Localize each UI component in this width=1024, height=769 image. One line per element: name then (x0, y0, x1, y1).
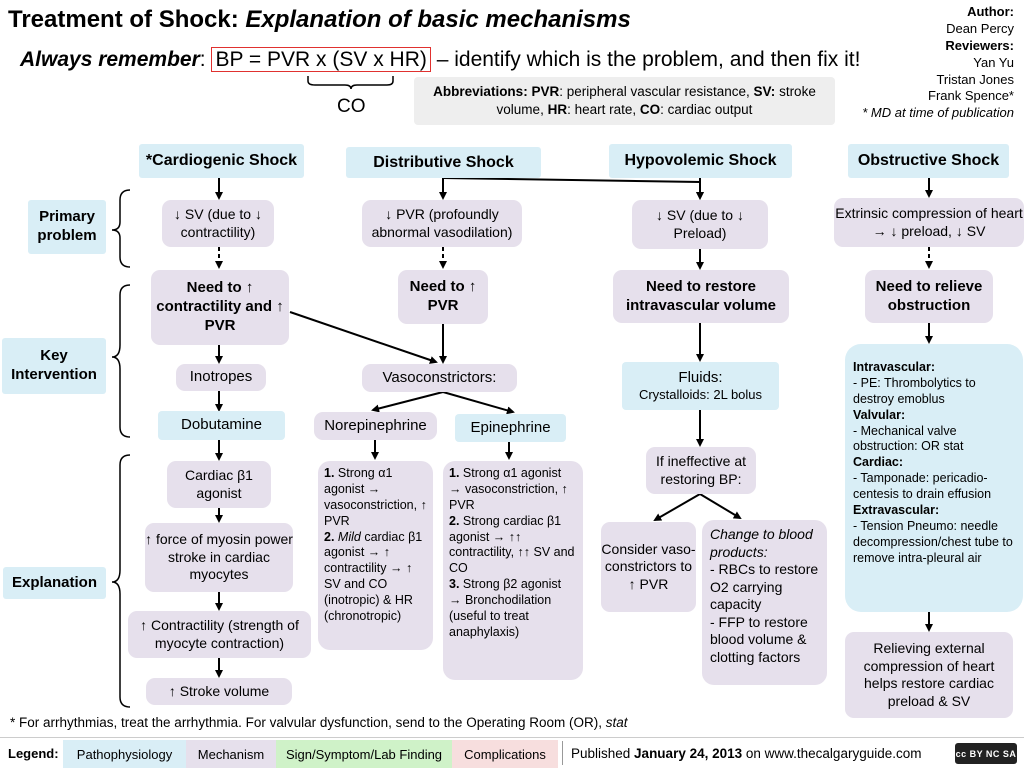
formula-box: BP = PVR x (SV x HR) (211, 47, 431, 72)
legend-mechanism: Mechanism (186, 740, 276, 768)
group-extravascular: Extravascular:- Tension Pneumo: needle d… (853, 502, 1013, 565)
cardiogenic-problem: ↓ SV (due to ↓ contractility) (162, 200, 274, 247)
legend-sign-symptom: Sign/Symptom/Lab Finding (276, 740, 452, 768)
norepinephrine-effects: 1. Strong α1 agonist → vasoconstriction,… (318, 461, 433, 650)
cardiogenic-header: *Cardiogenic Shock (139, 144, 304, 178)
change-item-ffp: - FFP to restore blood volume & clotting… (710, 613, 808, 665)
epi-effect-2: 2. Strong cardiac β1 agonist → ↑↑ contra… (449, 513, 575, 576)
group-cardiac: Cardiac:- Tamponade: pericadio-centesis … (853, 455, 992, 501)
legend-bar (0, 737, 1024, 769)
obstructive-problem: Extrinsic compression of heart → ↓ prelo… (834, 198, 1024, 247)
remember-line: Always remember: BP = PVR x (SV x HR) – … (20, 47, 861, 72)
hypovolemic-header: Hypovolemic Shock (609, 144, 792, 178)
row-label-primary: Primary problem (28, 200, 106, 254)
epinephrine: Epinephrine (455, 414, 566, 442)
distributive-problem: ↓ PVR (profoundly abnormal vasodilation) (362, 200, 522, 247)
change-title: Change to blood products: (710, 526, 813, 560)
distributive-need: Need to ↑ PVR (398, 270, 488, 324)
cardiogenic-need: Need to ↑ contractility and ↑ PVR (151, 270, 289, 345)
inotropes: Inotropes (176, 364, 266, 391)
distributive-header: Distributive Shock (346, 147, 541, 178)
abbreviations-box: Abbreviations: PVR: peripheral vascular … (414, 77, 835, 125)
legend-divider (562, 741, 563, 765)
remember-rest: – identify which is the problem, and the… (436, 48, 861, 71)
obstructive-need: Need to relieve obstruction (865, 270, 993, 323)
if-ineffective: If ineffective at restoring BP: (646, 447, 756, 494)
legend-complications: Complications (452, 740, 558, 768)
group-valvular: Valvular:- Mechanical valve obstruction:… (853, 407, 964, 454)
increased-stroke-volume: ↑ Stroke volume (146, 678, 292, 705)
fluids-text: Crystalloids: 2L bolus (638, 387, 763, 403)
fluids-title: Fluids: (678, 368, 723, 386)
row-label-key: Key Intervention (2, 338, 106, 394)
increased-contractility: ↑ Contractility (strength of myocyte con… (128, 611, 311, 658)
epi-effect-1: 1. Strong α1 agonist → vasoconstriction,… (449, 466, 568, 512)
legend-pathophysiology: Pathophysiology (63, 740, 186, 768)
vasoconstrictors: Vasoconstrictors: (362, 364, 517, 392)
norepi-effect-1: 1. Strong α1 agonist → vasoconstriction,… (324, 466, 427, 528)
force-myosin: ↑ force of myosin power stroke in cardia… (145, 523, 293, 592)
legend-label: Legend: (8, 746, 59, 761)
epi-effect-3: 3. Strong β2 agonist → Bronchodilation (… (449, 577, 562, 639)
norepi-effect-2: 2. Mild cardiac β1 agonist → ↑ contracti… (324, 529, 423, 623)
change-item-rbc: - RBCs to restore O2 carrying capacity (710, 561, 819, 612)
fluids-box: Fluids: Crystalloids: 2L bolus (622, 362, 779, 410)
relieving-compression: Relieving external compression of heart … (845, 632, 1013, 718)
credits: Author: Dean Percy Reviewers: Yan Yu Tri… (862, 4, 1014, 121)
hypovolemic-need: Need to restore intravascular volume (613, 270, 789, 323)
obstructive-header: Obstructive Shock (848, 144, 1009, 178)
published-line: Published January 24, 2013 on www.thecal… (571, 746, 922, 761)
epinephrine-effects: 1. Strong α1 agonist → vasoconstriction,… (443, 461, 583, 680)
title-italic: Explanation of basic mechanisms (245, 6, 631, 33)
cardiac-b1-agonist: Cardiac β1 agonist (167, 461, 271, 508)
page-title: Treatment of Shock: Explanation of basic… (8, 6, 631, 34)
norepinephrine: Norepinephrine (314, 412, 437, 440)
hypovolemic-problem: ↓ SV (due to ↓ Preload) (632, 200, 768, 249)
consider-vasoconstrictors: Consider vaso-constrictors to ↑ PVR (601, 522, 696, 612)
co-label: CO (337, 96, 366, 117)
remember-label: Always remember (20, 48, 200, 71)
title-main: Treatment of Shock: (8, 6, 246, 33)
obstruction-relief-options: Intravascular:- PE: Thrombolytics to des… (845, 344, 1023, 612)
change-blood-products: Change to blood products: - RBCs to rest… (702, 520, 827, 685)
footnote: * For arrhythmias, treat the arrhythmia.… (10, 715, 628, 730)
row-label-explanation: Explanation (3, 567, 106, 599)
license-badge: cc BY NC SA (955, 743, 1017, 764)
group-intravascular: Intravascular:- PE: Thrombolytics to des… (853, 360, 976, 406)
dobutamine: Dobutamine (158, 411, 285, 440)
